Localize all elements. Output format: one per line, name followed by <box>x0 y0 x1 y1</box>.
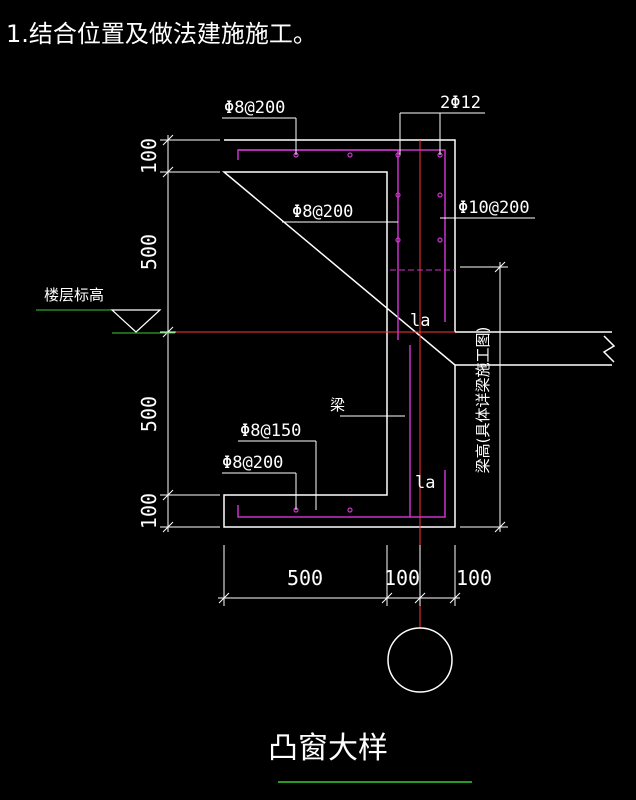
dim-tick <box>494 521 506 533</box>
dim-left-2: 500 <box>137 234 161 270</box>
rebar-dot <box>347 152 353 158</box>
outline-path <box>221 139 456 528</box>
label-rebar-bottom-1: Φ8@150 <box>240 421 301 441</box>
axis-bubble <box>387 627 453 693</box>
floor-level-triangle <box>110 309 162 333</box>
break-symbol <box>602 335 616 363</box>
dim-tick <box>162 134 174 146</box>
floor-level-label: 楼层标高 <box>44 286 104 304</box>
rebar-dot <box>395 237 401 243</box>
rebar-dot <box>395 192 401 198</box>
dim-tick <box>162 489 174 501</box>
dim-tick <box>494 261 506 273</box>
dim-bottom-1: 500 <box>287 566 323 590</box>
label-rebar-bottom-2: Φ8@200 <box>222 453 283 473</box>
concrete-outline <box>221 139 616 528</box>
bottom-dimension <box>218 545 461 606</box>
label-rebar-top-right: 2Φ12 <box>440 93 481 113</box>
header-note: 1.结合位置及做法建施施工。 <box>6 20 317 48</box>
label-beam-height: 梁高(具体详梁施工图) <box>474 327 492 474</box>
rebar-dot <box>437 237 443 243</box>
label-rebar-vertical: Φ10@200 <box>458 198 530 218</box>
rebar-top-bend <box>237 149 446 322</box>
drawing-title: 凸窗大样 <box>268 731 388 766</box>
dim-tick <box>218 592 230 604</box>
dim-tick <box>449 592 461 604</box>
rebar-dot <box>437 192 443 198</box>
rebars <box>237 149 446 518</box>
dim-tick <box>414 592 426 604</box>
rebar-dot <box>347 507 353 513</box>
dim-tick <box>162 326 174 338</box>
label-anchor-lower: la <box>415 473 435 493</box>
rebar-bottom-bend <box>237 470 446 518</box>
dim-tick <box>162 166 174 178</box>
label-rebar-mid: Φ8@200 <box>292 202 353 222</box>
label-rebar-top-left: Φ8@200 <box>224 98 285 118</box>
dim-left-3: 500 <box>137 396 161 432</box>
label-beam: 梁 <box>330 396 345 414</box>
dim-bottom-3: 100 <box>456 566 492 590</box>
dim-bottom-2: 100 <box>384 566 420 590</box>
right-dimension <box>460 261 508 533</box>
dim-left-4: 100 <box>137 493 161 529</box>
dim-left-1: 100 <box>137 138 161 174</box>
dim-tick <box>381 592 393 604</box>
label-anchor-upper: la <box>410 311 430 331</box>
dim-tick <box>162 521 174 533</box>
leader-lines <box>222 112 535 510</box>
